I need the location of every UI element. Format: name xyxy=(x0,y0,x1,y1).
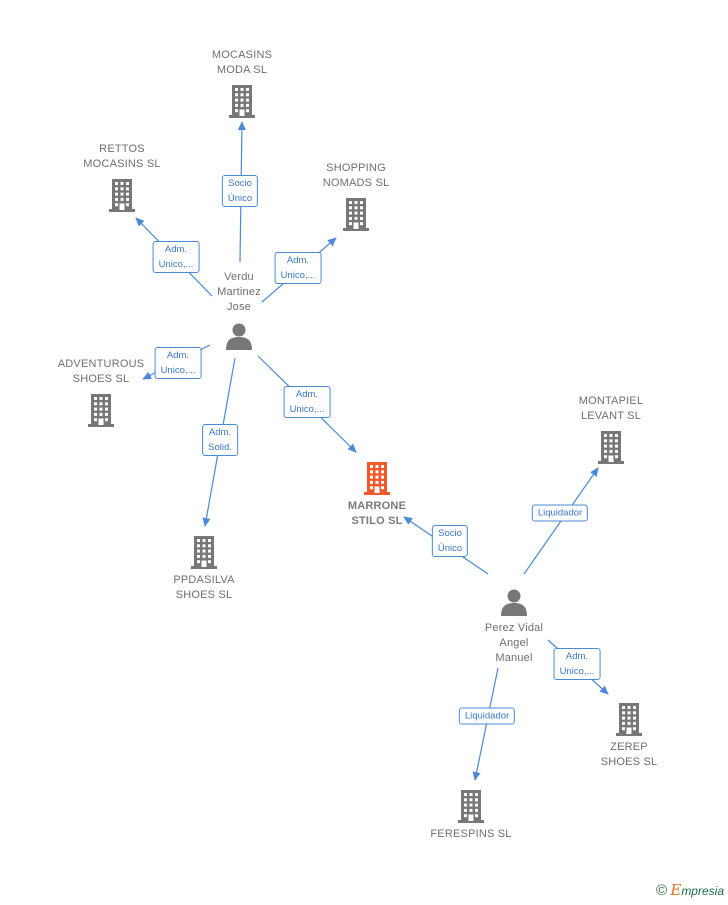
building-icon-montapiel[interactable] xyxy=(596,430,626,469)
building-icon-adventurous[interactable] xyxy=(86,393,116,432)
edge-label-e6[interactable]: Adm. Solid. xyxy=(202,424,238,456)
node-label-ferespins: FERESPINS SL xyxy=(430,828,512,840)
edge-label-e9[interactable]: Adm. Unico,... xyxy=(553,648,601,680)
person-icon-verdu[interactable] xyxy=(224,321,254,356)
node-label-shopping: SHOPPING NOMADS SL xyxy=(322,162,390,189)
edge-label-e8[interactable]: Liquidador xyxy=(531,504,589,522)
brand-name: mpresia xyxy=(681,884,724,898)
edge-label-e5[interactable]: Adm. Unico,... xyxy=(283,386,331,418)
node-label-rettos: RETTOS MOCASINS SL xyxy=(83,143,161,170)
node-label-mocasins: MOCASINS MODA SL xyxy=(211,49,273,76)
node-label-adventurous: ADVENTUROUS SHOES SL xyxy=(57,358,145,385)
person-icon-perez[interactable] xyxy=(499,587,529,622)
edge-label-e10[interactable]: Liquidador xyxy=(458,707,516,725)
node-label-zerep: ZEREP SHOES SL xyxy=(600,741,658,768)
building-icon-marrone[interactable] xyxy=(362,461,392,500)
building-icon-ferespins[interactable] xyxy=(456,789,486,828)
edge-label-e7[interactable]: Socio Único xyxy=(431,525,469,557)
building-icon-zerep[interactable] xyxy=(614,702,644,741)
edge-label-e2[interactable]: Adm. Unico,... xyxy=(152,241,200,273)
node-label-ppdasilva: PPDASILVA SHOES SL xyxy=(173,574,235,601)
node-label-perez: Perez Vidal Angel Manuel xyxy=(484,622,544,664)
brand-initial: E xyxy=(670,881,682,899)
node-label-verdu: Verdu Martinez Jose xyxy=(217,271,261,313)
node-label-marrone: MARRONE STILO SL xyxy=(347,500,407,527)
copyright-symbol: © xyxy=(655,882,668,899)
empresia-logo: © Empresia xyxy=(656,881,724,899)
building-icon-mocasins[interactable] xyxy=(227,84,257,123)
building-icon-shopping[interactable] xyxy=(341,197,371,236)
node-label-montapiel: MONTAPIEL LEVANT SL xyxy=(578,395,644,422)
building-icon-ppdasilva[interactable] xyxy=(189,535,219,574)
edge-label-e3[interactable]: Adm. Unico,... xyxy=(274,252,322,284)
edge-label-e4[interactable]: Adm. Unico,... xyxy=(154,347,202,379)
building-icon-rettos[interactable] xyxy=(107,178,137,217)
edge-label-e1[interactable]: Socio Único xyxy=(221,175,259,207)
